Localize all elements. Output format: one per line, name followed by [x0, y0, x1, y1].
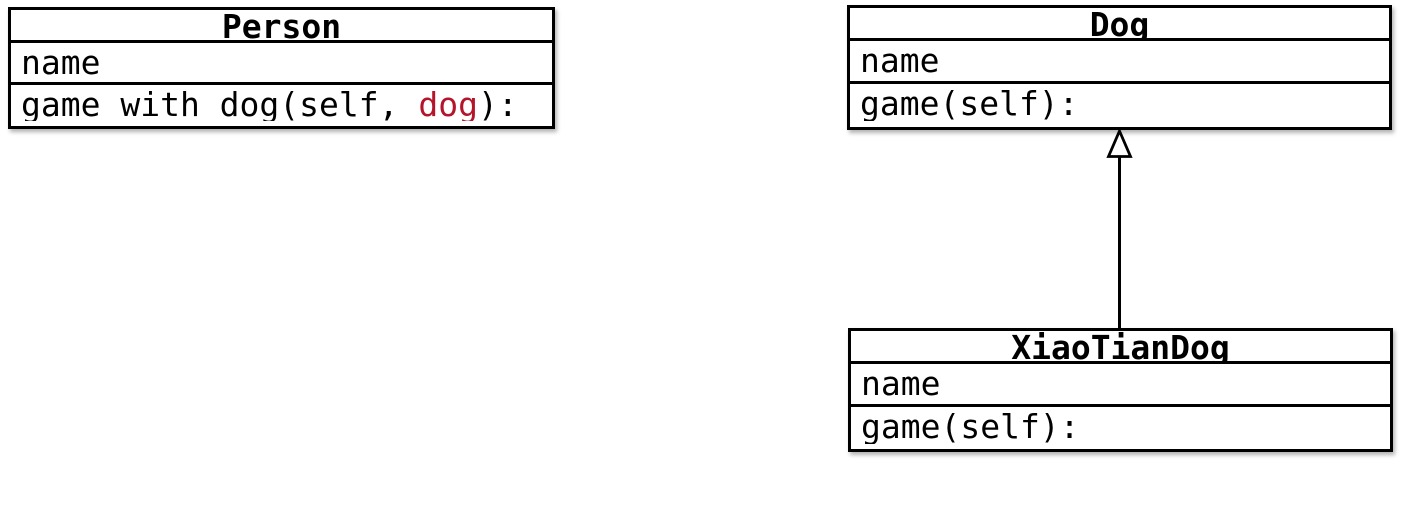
method-suffix-person: ):	[477, 85, 518, 121]
inheritance-arrow-icon	[1106, 129, 1133, 329]
class-box-person: Person name game_with_dog(self, dog):	[8, 7, 555, 129]
method-row-xiaotiandog: game(self):	[851, 404, 1390, 444]
class-title-xiaotiandog: XiaoTianDog	[851, 331, 1390, 364]
class-title-person: Person	[11, 10, 552, 43]
class-box-xiaotiandog: XiaoTianDog name game(self):	[848, 328, 1393, 452]
method-row-dog: game(self):	[850, 81, 1389, 121]
attribute-row-person: name	[21, 43, 101, 82]
class-box-dog: Dog name game(self):	[847, 5, 1392, 130]
method-param-dog: dog	[418, 85, 478, 121]
attribute-row-xiaotiandog: name	[861, 364, 941, 403]
attribute-row-dog: name	[860, 41, 940, 80]
method-row-person: game_with_dog(self, dog):	[11, 82, 552, 121]
class-title-dog: Dog	[850, 8, 1389, 41]
method-prefix-person: game_with_dog(self,	[21, 85, 419, 121]
